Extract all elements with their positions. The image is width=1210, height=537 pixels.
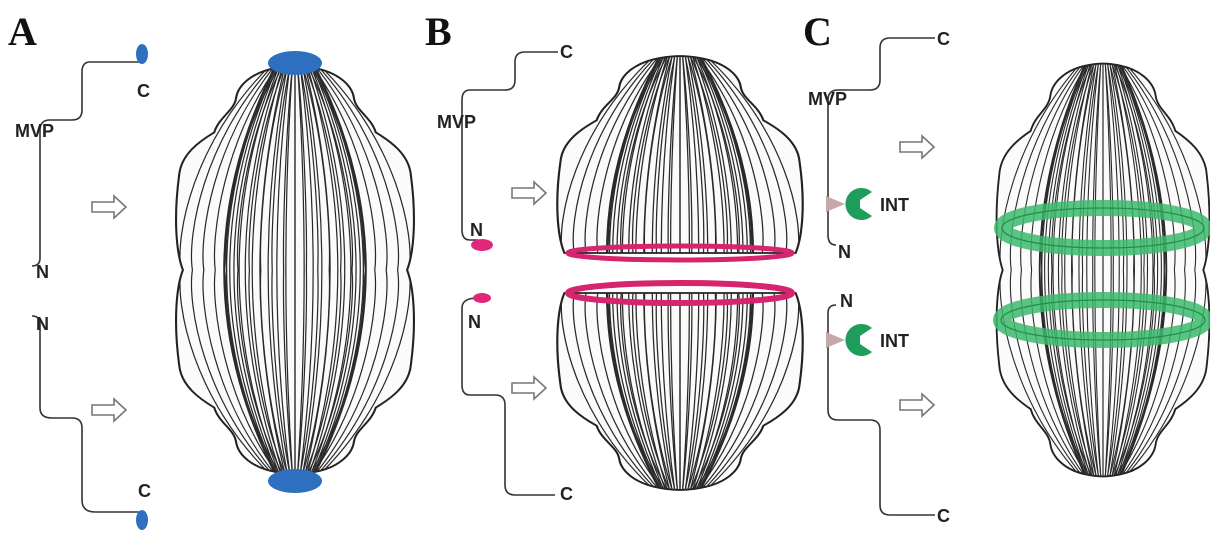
panel-b-letter: B [425,9,452,54]
int-protein-icon [845,324,872,356]
c-terminal-cap [268,51,322,75]
n-label: N [468,312,481,332]
assembly-arrow-icon [92,399,126,421]
int-label: INT [880,195,909,215]
panel-a: A MVP C N N C [8,9,414,530]
n-label: N [36,314,49,334]
c-label: C [937,506,950,526]
assembly-arrow-icon [512,182,546,204]
panel-b: B MVP C N N C [425,9,803,504]
int-label: INT [880,331,909,351]
vault-particle [997,61,1210,479]
mvp-chain-top [32,62,140,266]
c-label: C [138,481,151,501]
mvp-label: MVP [437,112,476,132]
c-terminal-blob [136,510,148,530]
int-binding-site [826,332,845,348]
c-terminal-cap [268,469,322,493]
c-terminal-blob [136,44,148,64]
n-label: N [838,242,851,262]
n-label: N [470,220,483,240]
mvp-chain-top [462,52,558,240]
assembly-arrow-icon [900,136,934,158]
c-label: C [560,484,573,504]
assembly-arrow-icon [92,196,126,218]
panel-c-letter: C [803,9,832,54]
int-protein-icon [845,188,872,220]
int-binding-site [826,196,845,212]
vault-particle [176,64,414,477]
panel-a-letter: A [8,9,37,54]
n-label: N [840,291,853,311]
assembly-arrow-icon [512,377,546,399]
mvp-label: MVP [15,121,54,141]
mvp-chain-bottom [32,316,140,512]
n-terminal-blob [473,293,491,303]
panel-c: C MVP C INT N N INT C [803,9,1209,526]
c-label: C [137,81,150,101]
n-label: N [36,262,49,282]
mvp-label: MVP [808,89,847,109]
assembly-arrow-icon [900,394,934,416]
n-terminal-blob [471,239,493,251]
c-label: C [937,29,950,49]
c-label: C [560,42,573,62]
